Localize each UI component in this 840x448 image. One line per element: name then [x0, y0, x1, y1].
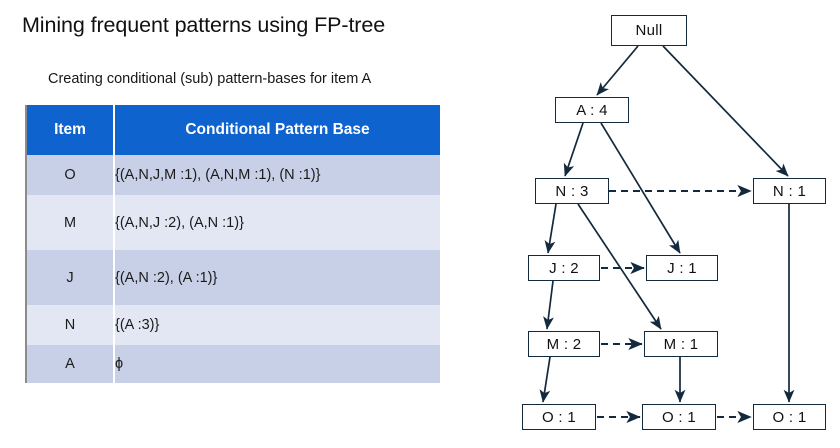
- tree-edge-n3-to-j2: [544, 203, 557, 254]
- tree-edge-m2-to-o1a: [539, 356, 551, 403]
- tree-edge-null-to-a4: [596, 45, 639, 96]
- table-row: O {(A,N,J,M :1), (A,N,M :1), (N :1)}: [27, 155, 440, 195]
- table-header-row: Item Conditional Pattern Base: [27, 105, 440, 155]
- tree-node-links: [597, 184, 752, 424]
- tree-node-o1b: O : 1: [642, 404, 716, 430]
- tree-edge-a4-to-n3: [563, 122, 584, 177]
- cell-pattern-base: {(A :3)}: [114, 305, 440, 345]
- tree-edge-null-to-n1: [662, 45, 789, 177]
- cell-item: A: [27, 345, 115, 383]
- table-row: M {(A,N,J :2), (A,N :1)}: [27, 195, 440, 250]
- cell-item: M: [27, 195, 115, 250]
- table-row: N {(A :3)}: [27, 305, 440, 345]
- cell-item: J: [27, 250, 115, 305]
- tree-node-m1: M : 1: [644, 331, 718, 357]
- page-title: Mining frequent patterns using FP-tree: [22, 13, 386, 37]
- tree-node-null: Null: [611, 15, 687, 46]
- tree-node-m2: M : 2: [528, 331, 600, 357]
- tree-node-a4: A : 4: [555, 97, 629, 123]
- table-left-rule: [25, 105, 27, 383]
- conditional-pattern-base-table: Item Conditional Pattern Base O {(A,N,J,…: [27, 105, 440, 383]
- cell-pattern-base: {(A,N,J,M :1), (A,N,M :1), (N :1)}: [114, 155, 440, 195]
- tree-node-j2: J : 2: [528, 255, 600, 281]
- column-header-item: Item: [27, 105, 115, 155]
- tree-node-j1: J : 1: [646, 255, 718, 281]
- tree-node-n3: N : 3: [535, 178, 609, 204]
- cell-pattern-base: {(A,N,J :2), (A,N :1)}: [114, 195, 440, 250]
- tree-node-n1: N : 1: [753, 178, 826, 204]
- table-caption: Creating conditional (sub) pattern-bases…: [48, 71, 372, 87]
- cell-pattern-base: {(A,N :2), (A :1)}: [114, 250, 440, 305]
- tree-edge-a4-to-j1: [600, 122, 681, 254]
- cell-pattern-base: ϕ: [114, 345, 440, 383]
- tree-edge-j2-to-m2: [543, 280, 554, 330]
- tree-node-o1c: O : 1: [753, 404, 826, 430]
- table-row: J {(A,N :2), (A :1)}: [27, 250, 440, 305]
- table-row: A ϕ: [27, 345, 440, 383]
- column-header-conditional-pattern-base: Conditional Pattern Base: [114, 105, 440, 155]
- cell-item: N: [27, 305, 115, 345]
- cell-item: O: [27, 155, 115, 195]
- tree-node-o1a: O : 1: [522, 404, 596, 430]
